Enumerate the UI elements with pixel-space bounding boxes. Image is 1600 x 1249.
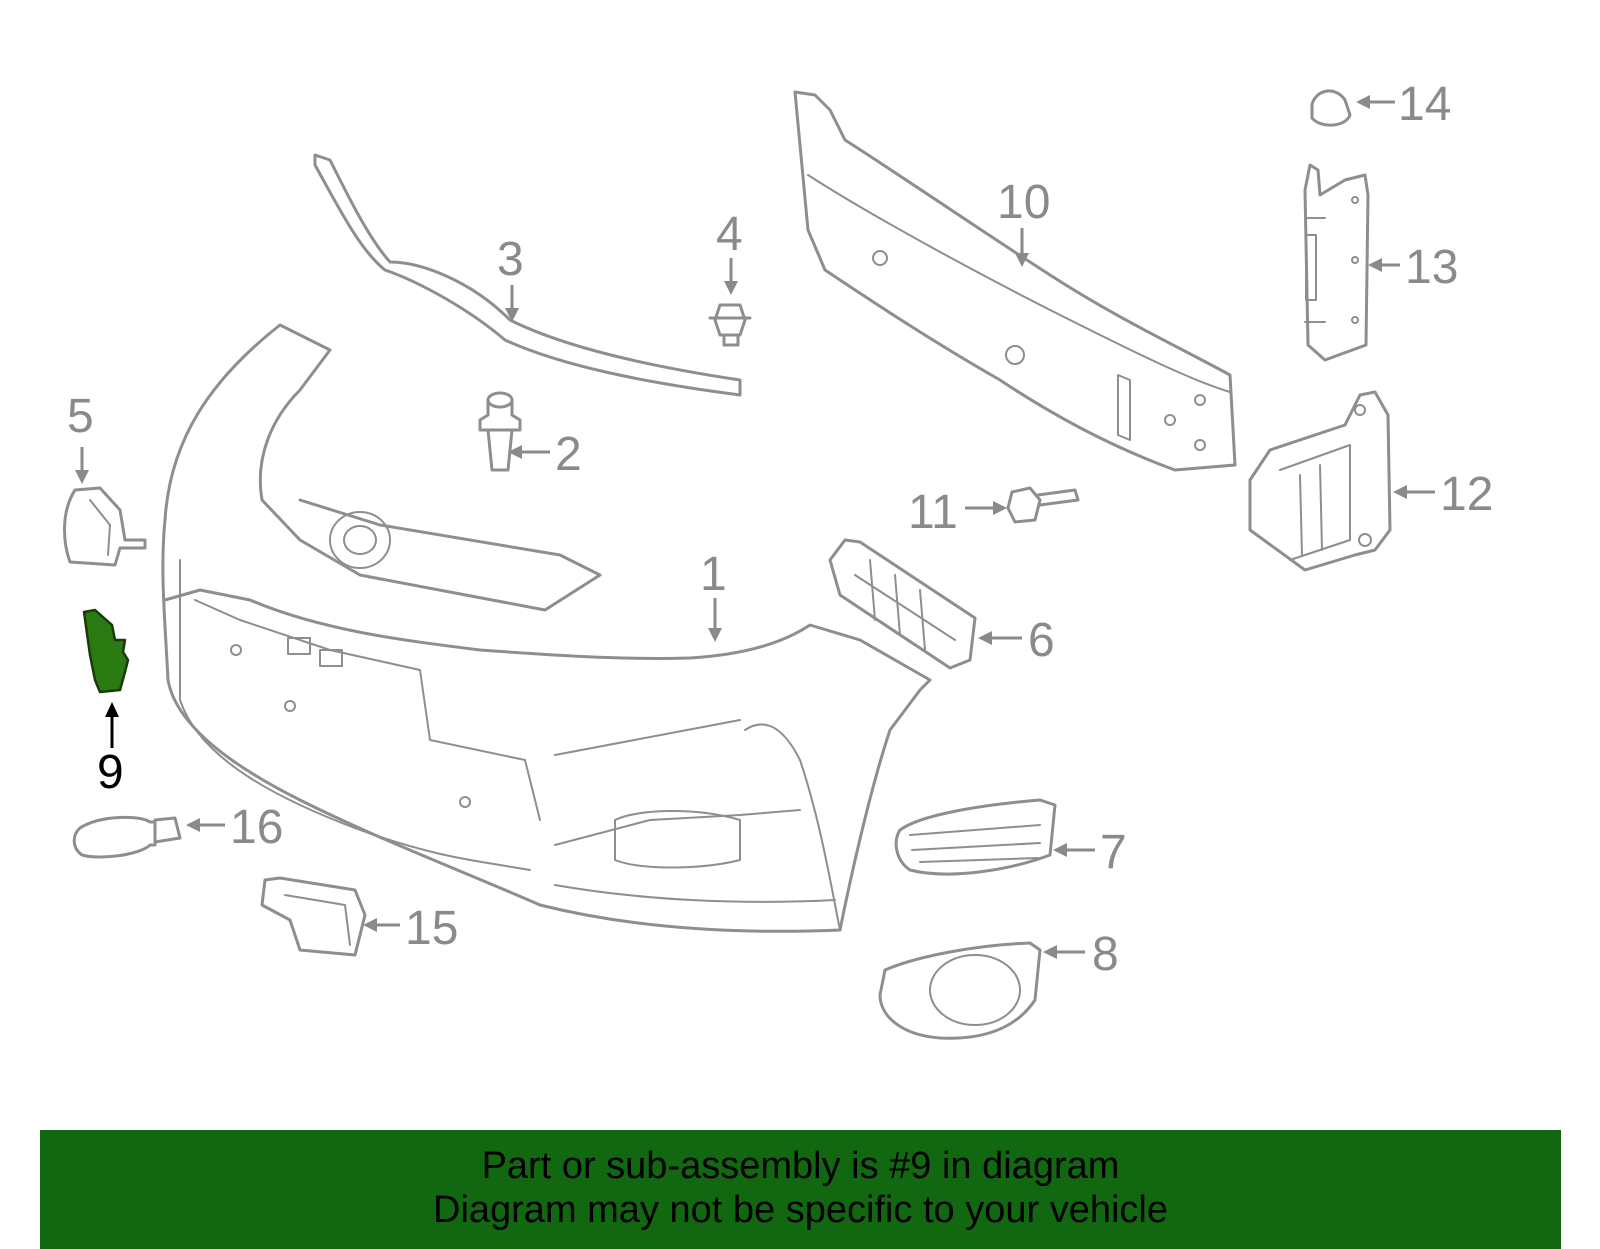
callout-13[interactable]: 13 <box>1405 241 1458 294</box>
callout-11[interactable]: 11 <box>908 486 958 539</box>
part-4-bolt[interactable] <box>708 303 752 347</box>
info-banner: Part or sub-assembly is #9 in diagram Di… <box>40 1130 1561 1249</box>
callout-4[interactable]: 4 <box>716 208 743 261</box>
part-6-grille-insert[interactable] <box>828 538 977 670</box>
callout-labels: 1 2 3 4 5 6 7 8 9 10 11 12 13 14 15 16 <box>67 78 1493 981</box>
callout-14[interactable]: 14 <box>1398 78 1451 131</box>
callout-2[interactable]: 2 <box>555 428 582 481</box>
part-2-clip[interactable] <box>478 391 522 472</box>
part-3-upper-molding[interactable] <box>313 153 742 397</box>
part-12-absorber-bracket[interactable] <box>1248 390 1392 572</box>
callout-1[interactable]: 1 <box>700 548 727 601</box>
parts-diagram: 1 2 3 4 5 6 7 8 9 10 11 12 13 14 15 16 <box>63 78 1493 1040</box>
part-7-lower-grille[interactable] <box>894 798 1057 876</box>
callout-7[interactable]: 7 <box>1100 826 1127 879</box>
part-10-reinforcement[interactable] <box>793 90 1237 472</box>
banner-line-disclaimer: Diagram may not be specific to your vehi… <box>433 1189 1168 1231</box>
callout-3[interactable]: 3 <box>497 233 524 286</box>
part-13-side-bracket[interactable] <box>1303 163 1370 362</box>
callout-10[interactable]: 10 <box>997 176 1050 229</box>
callout-9[interactable]: 9 <box>97 746 124 799</box>
callout-leaders <box>75 95 1435 959</box>
part-9-highlighted-bracket[interactable] <box>82 608 130 694</box>
callout-8[interactable]: 8 <box>1092 928 1119 981</box>
part-15-sensor[interactable] <box>260 876 367 957</box>
callout-12[interactable]: 12 <box>1440 468 1493 521</box>
callout-5[interactable]: 5 <box>67 390 94 443</box>
part-14-nut[interactable] <box>1310 89 1352 127</box>
part-5-bracket[interactable] <box>63 486 147 567</box>
banner-line-part: Part or sub-assembly is #9 in diagram <box>481 1145 1120 1187</box>
part-8-fog-lamp-bezel[interactable] <box>878 941 1042 1040</box>
callout-16[interactable]: 16 <box>230 801 283 854</box>
callout-15[interactable]: 15 <box>405 902 458 955</box>
part-16-bulb[interactable] <box>72 815 182 859</box>
callout-6[interactable]: 6 <box>1028 614 1055 667</box>
part-11-bolt[interactable] <box>1006 486 1080 524</box>
part-1-bumper-cover[interactable] <box>161 323 932 933</box>
